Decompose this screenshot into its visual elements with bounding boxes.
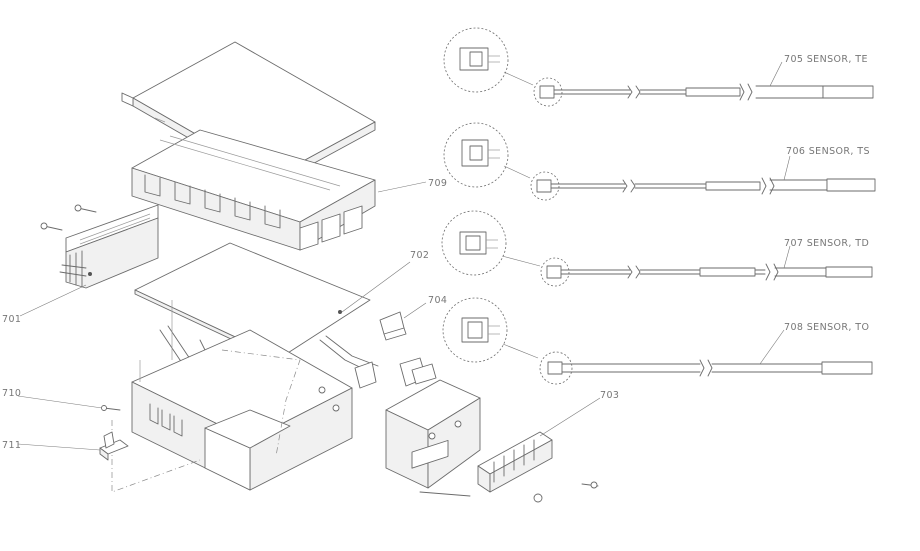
part-703-terminal-block: 703 bbox=[477, 390, 619, 503]
wire-harness bbox=[159, 325, 437, 401]
part-709-frame bbox=[131, 129, 376, 251]
part-711-clamp: 711 bbox=[2, 431, 129, 461]
sensor-706-label: 706 SENSOR, TS bbox=[786, 146, 870, 157]
callout-702-label: 702 bbox=[410, 250, 429, 261]
sensor-706: 706 SENSOR, TS bbox=[443, 122, 876, 201]
sensor-708-label: 708 SENSOR, TO bbox=[784, 322, 869, 333]
callout-709: 709 bbox=[377, 178, 447, 193]
part-710-pin: 710 bbox=[2, 388, 121, 411]
assembly-lines bbox=[111, 349, 301, 493]
callout-710-label: 710 bbox=[2, 388, 21, 399]
callout-702: 702 bbox=[341, 250, 429, 313]
callout-711-label: 711 bbox=[2, 440, 21, 451]
callout-701: 701 bbox=[2, 284, 87, 325]
part-704-bracket: 704 bbox=[379, 295, 447, 341]
callout-704-label: 704 bbox=[428, 295, 447, 306]
screws-701 bbox=[40, 204, 97, 231]
mounting-bracket bbox=[385, 379, 481, 497]
sensor-707-label: 707 SENSOR, TD bbox=[784, 238, 869, 249]
sensor-707: 707 SENSOR, TD bbox=[441, 210, 873, 287]
lower-chassis bbox=[131, 300, 353, 491]
sensor-705-label: 705 SENSOR, TE bbox=[784, 54, 868, 65]
callout-701-label: 701 bbox=[2, 314, 21, 325]
callout-709-label: 709 bbox=[428, 178, 447, 189]
part-701-heat-sink bbox=[59, 204, 159, 289]
sensor-705: 705 SENSOR, TE bbox=[443, 27, 874, 107]
sensor-708: 708 SENSOR, TO bbox=[442, 297, 873, 385]
callout-703-label: 703 bbox=[600, 390, 619, 401]
wire-break-marks bbox=[622, 83, 779, 377]
